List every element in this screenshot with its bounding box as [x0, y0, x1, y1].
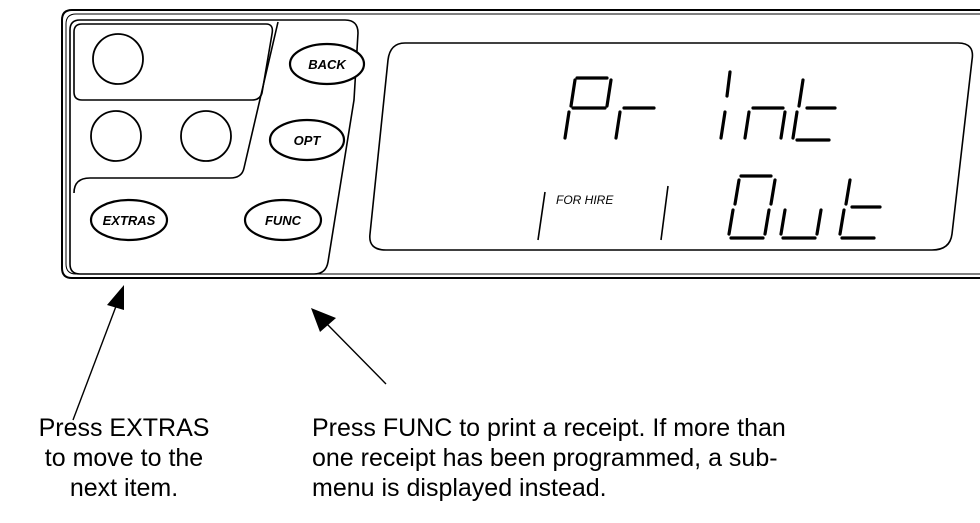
for-hire-bar-right [660, 185, 669, 241]
lcd-display: FOR HIRE [369, 42, 974, 251]
extras-caption: Press EXTRAS to move to the next item. [38, 414, 210, 502]
opt-button-label: OPT [294, 133, 322, 148]
extras-button-label: EXTRAS [103, 213, 156, 228]
lcd-text-out [727, 174, 882, 240]
func-caption: Press FUNC to print a receipt. If more t… [312, 414, 786, 502]
for-hire-bar-left [537, 191, 546, 241]
unlabeled-button-3[interactable] [180, 110, 232, 162]
back-button[interactable]: BACK [288, 42, 366, 86]
func-button[interactable]: FUNC [243, 198, 323, 242]
unlabeled-button-2[interactable] [90, 110, 142, 162]
func-arrow [311, 308, 387, 385]
unlabeled-button-1[interactable] [92, 33, 144, 85]
lcd-text-print [563, 70, 837, 142]
top-left-section [73, 23, 274, 101]
lcd-outline [369, 42, 974, 251]
extras-arrow [72, 285, 124, 421]
device-body [61, 9, 980, 279]
back-button-label: BACK [308, 57, 347, 72]
func-button-label: FUNC [265, 213, 302, 228]
keypad-outline [69, 19, 359, 275]
keypad-divider [73, 21, 279, 194]
device-body-inner-edge [65, 13, 980, 275]
extras-button[interactable]: EXTRAS [89, 198, 169, 242]
keypad-panel: BACK OPT EXTRAS FUNC [69, 19, 366, 275]
opt-button[interactable]: OPT [268, 118, 346, 162]
for-hire-label: FOR HIRE [556, 193, 614, 207]
